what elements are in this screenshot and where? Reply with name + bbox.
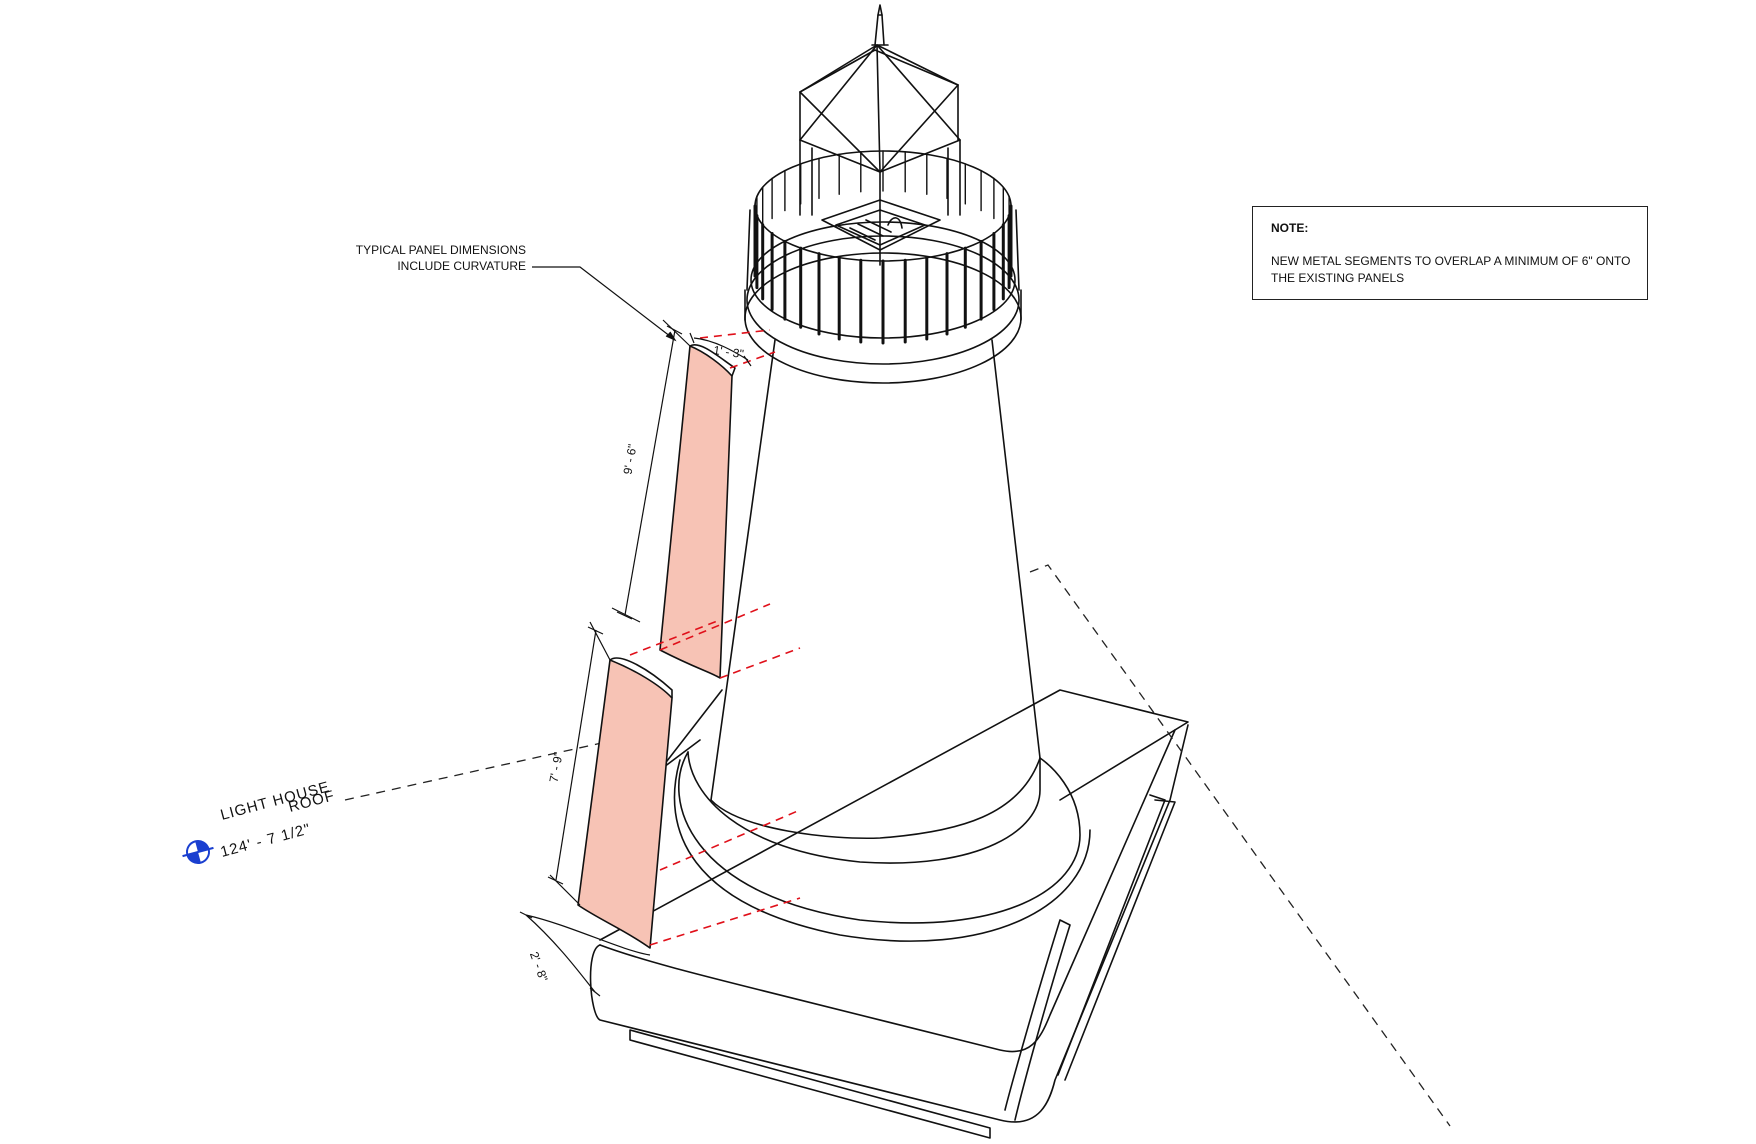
gallery-balcony xyxy=(744,150,1022,384)
section-cut-line xyxy=(1029,564,1451,1127)
dim-text-lower-height: 7' - 9" xyxy=(547,751,566,784)
note-box: NOTE: NEW METAL SEGMENTS TO OVERLAP A MI… xyxy=(1252,206,1648,300)
dim-text-lower-width: 2' - 8" xyxy=(527,950,551,984)
dim-text-upper-height: 9' - 6" xyxy=(621,443,640,476)
callout-leader xyxy=(532,266,676,341)
callout-line1: TYPICAL PANEL DIMENSIONS xyxy=(355,243,526,257)
upper-metal-panel xyxy=(659,345,733,679)
dim-arc-2-8 xyxy=(525,914,651,993)
callout-line2: INCLUDE CURVATURE xyxy=(397,259,526,273)
dim-arc-1-3 xyxy=(693,337,749,361)
lighthouse-tower xyxy=(659,339,1041,840)
upper-panel-top-edge xyxy=(689,344,736,377)
level-target-icon xyxy=(182,840,214,864)
level-tag: LIGHT HOUSE ROOF 124' - 7 1/2" xyxy=(182,778,337,864)
lower-metal-panel xyxy=(577,659,673,949)
lantern-roof xyxy=(799,4,961,173)
lower-panel-top-edge xyxy=(609,657,673,698)
base-footing xyxy=(589,689,1189,1139)
overlap-lines xyxy=(629,329,801,946)
dim-text-upper-width: 1' - 3" xyxy=(712,343,744,361)
level-datum-line xyxy=(344,729,661,801)
level-elevation: 124' - 7 1/2" xyxy=(219,820,313,860)
note-title: NOTE: xyxy=(1271,221,1309,235)
metal-panels xyxy=(577,344,736,949)
note-text: NEW METAL SEGMENTS TO OVERLAP A MINIMUM … xyxy=(1271,254,1631,285)
dim-line-7-9 xyxy=(555,629,597,881)
dim-line-9-6 xyxy=(624,329,676,616)
panel-dimension-callout: TYPICAL PANEL DIMENSIONS INCLUDE CURVATU… xyxy=(300,242,526,274)
